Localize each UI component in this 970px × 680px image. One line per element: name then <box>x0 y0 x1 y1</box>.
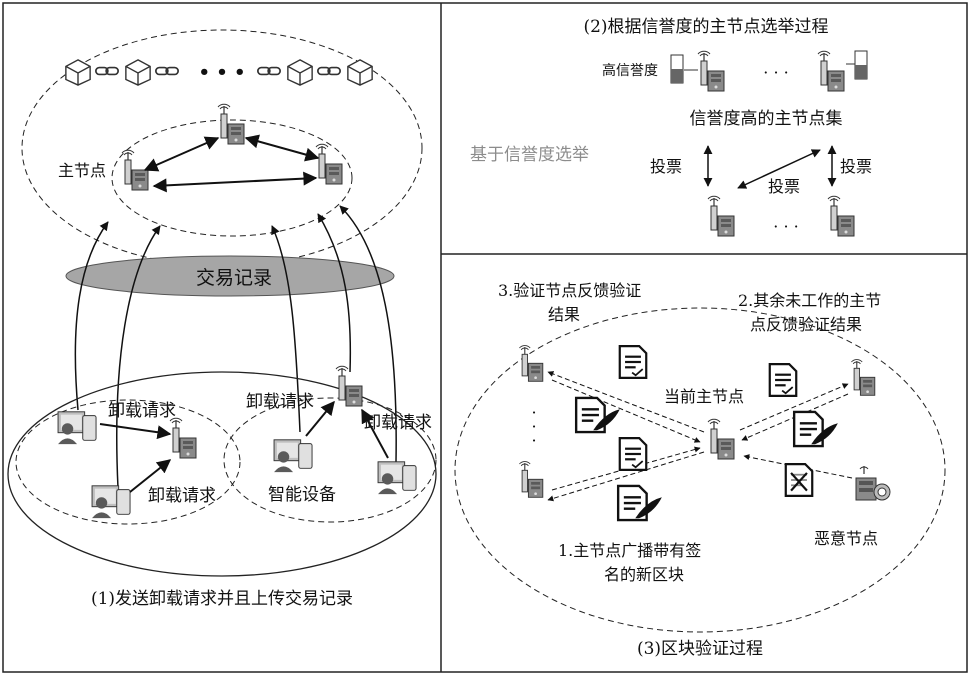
idle-master-node-icon <box>851 360 874 396</box>
offload-request-label: 卸载请求 <box>108 401 176 421</box>
voter-node-icon <box>828 196 854 236</box>
panel-frames <box>3 3 967 672</box>
panel2-title: (2)根据信誉度的主节点选举过程 <box>583 17 828 37</box>
vote-label: 投票 <box>840 157 872 176</box>
candidate-ellipsis: · · · <box>763 63 788 82</box>
step2-label-line2: 点反馈验证结果 <box>750 315 862 334</box>
verifier-node-icon <box>519 462 542 498</box>
malicious-node-icon <box>856 466 890 500</box>
transaction-record-label: 交易记录 <box>196 267 272 289</box>
verify-result-document-icon <box>620 346 646 378</box>
offload-request-label: 卸载请求 <box>246 392 314 412</box>
panel-validation: 3.验证节点反馈验证 结果 2.其余未工作的主节 点反馈验证结果 当前主节点 ·… <box>455 281 945 659</box>
voter-node-icon <box>708 196 734 236</box>
smart-device-icon <box>378 462 416 494</box>
panel1-caption: (1)发送卸载请求并且上传交易记录 <box>91 589 353 609</box>
blockchain: • • • <box>66 60 372 85</box>
block-cube-icon <box>126 60 150 85</box>
chain-link-icon <box>258 68 280 75</box>
blockchain-ellipsis: • • • <box>198 62 245 83</box>
current-master-node-icon <box>708 419 734 459</box>
signed-block-document-icon <box>794 412 838 446</box>
vertical-ellipsis: · <box>531 431 536 450</box>
reputation-bar-icon <box>855 51 867 79</box>
block-cube-icon <box>348 60 372 85</box>
chain-link-icon <box>96 68 118 75</box>
high-reputation-label: 高信誉度 <box>602 62 658 79</box>
current-master-label: 当前主节点 <box>664 387 744 406</box>
candidate-node-icon <box>698 51 724 91</box>
step1-label-line2: 名的新区块 <box>604 565 684 584</box>
validation-network-ellipse <box>455 308 945 632</box>
candidate-node-icon <box>818 51 844 91</box>
smart-device-icon <box>274 440 312 472</box>
signed-block-document-icon <box>618 486 662 520</box>
step3-label-line1: 3.验证节点反馈验证 <box>498 281 641 300</box>
step3-label-line2: 结果 <box>548 305 580 324</box>
vote-label: 投票 <box>650 157 682 176</box>
master-node-icon <box>122 150 148 190</box>
smart-device-icon <box>58 412 96 444</box>
offload-request-label: 卸载请求 <box>364 413 432 433</box>
signed-block-document-icon <box>576 398 620 432</box>
offload-request-label: 卸载请求 <box>148 486 216 506</box>
panel-election: (2)根据信誉度的主节点选举过程 高信誉度 · · · 信誉度高的主节点集 基于… <box>470 17 872 236</box>
voter-ellipsis: · · · <box>773 217 798 236</box>
edge-node-icon <box>170 418 196 458</box>
panel-offload: • • • 主节点 交易记录 <box>8 30 436 609</box>
vote-label: 投票 <box>768 177 800 196</box>
master-node-icon <box>218 104 244 144</box>
chain-link-icon <box>156 68 178 75</box>
reputation-bar-icon <box>671 55 683 83</box>
edge-node-icon <box>336 366 362 406</box>
step1-label-line1: 1.主节点广播带有签 <box>558 541 701 560</box>
smart-device-label: 智能设备 <box>268 485 336 505</box>
verify-result-document-icon <box>770 364 796 396</box>
tampered-document-icon <box>786 464 812 496</box>
master-set-label: 信誉度高的主节点集 <box>690 109 843 129</box>
smart-device-icon <box>92 486 130 518</box>
chain-link-icon <box>318 68 340 75</box>
verify-result-document-icon <box>620 438 646 470</box>
reputation-election-label: 基于信誉度选举 <box>470 145 589 165</box>
panel3-caption: (3)区块验证过程 <box>637 639 763 659</box>
block-cube-icon <box>288 60 312 85</box>
master-node-label: 主节点 <box>58 161 106 180</box>
block-cube-icon <box>66 60 90 85</box>
step2-label-line1: 2.其余未工作的主节 <box>738 291 881 310</box>
verifier-node-icon <box>519 346 542 382</box>
malicious-node-label: 恶意节点 <box>814 529 878 548</box>
